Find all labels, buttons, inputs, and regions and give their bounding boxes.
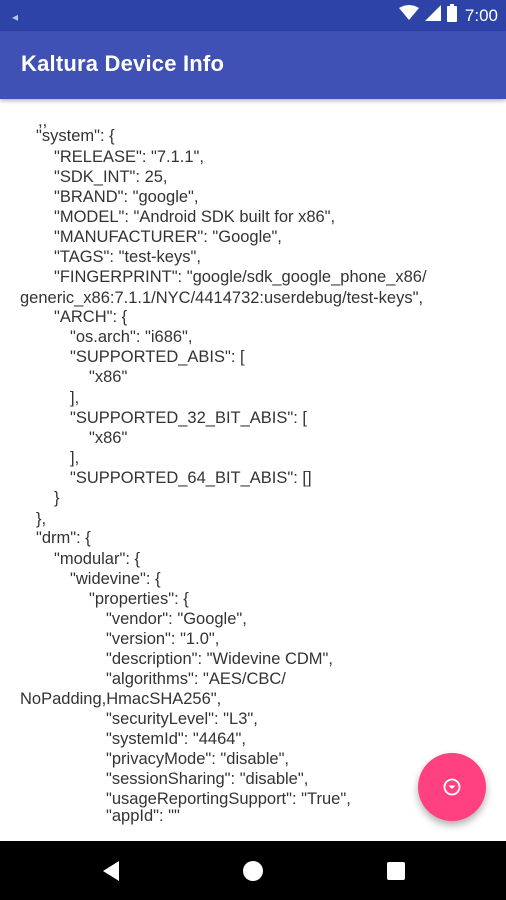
json-line: "drm": { xyxy=(36,529,91,547)
app-bar: Kaltura Device Info xyxy=(0,31,506,99)
json-line: "SUPPORTED_32_BIT_ABIS": [ xyxy=(70,409,308,427)
json-line: ], xyxy=(70,389,80,407)
json-line: "algorithms": "AES/CBC/ xyxy=(106,670,286,688)
json-line: "MODEL": "Android SDK built for x86", xyxy=(54,208,336,226)
json-line: "privacyMode": "disable", xyxy=(106,750,290,768)
home-button[interactable] xyxy=(223,841,283,900)
scroll-down-fab[interactable] xyxy=(418,753,486,821)
json-line: "appId": "" xyxy=(106,807,180,825)
json-line: } xyxy=(54,489,60,507)
json-line: "vendor": "Google", xyxy=(106,610,247,628)
chevron-down-circle-icon xyxy=(443,778,461,796)
json-line: "description": "Widevine CDM", xyxy=(106,650,333,668)
json-line: "RELEASE": "7.1.1", xyxy=(54,148,204,166)
recents-button[interactable] xyxy=(366,841,426,900)
json-line: "FINGERPRINT": "google/sdk_google_phone_… xyxy=(54,268,427,286)
battery-icon xyxy=(446,4,457,27)
json-line: "modular": { xyxy=(54,550,141,568)
json-line: "ARCH": { xyxy=(54,308,128,326)
wifi-icon xyxy=(398,5,419,26)
notification-dot-icon: ◂ xyxy=(12,10,19,24)
json-line: "properties": { xyxy=(89,590,189,608)
json-line: "SUPPORTED_ABIS": [ xyxy=(70,348,245,366)
back-icon xyxy=(103,860,119,881)
json-line: "securityLevel": "L3", xyxy=(106,710,258,728)
home-icon xyxy=(243,860,263,881)
json-line: ,, xyxy=(38,112,48,130)
json-line: "SUPPORTED_64_BIT_ABIS": [] xyxy=(70,469,312,487)
json-line: NoPadding,HmacSHA256", xyxy=(20,690,222,708)
status-icons: 7:00 xyxy=(398,0,498,31)
status-time: 7:00 xyxy=(464,5,498,25)
back-button[interactable] xyxy=(81,841,141,900)
json-line: "BRAND": "google", xyxy=(54,188,199,206)
json-line: "x86" xyxy=(89,368,128,386)
json-line: "TAGS": "test-keys", xyxy=(54,248,201,266)
json-line: "widevine": { xyxy=(70,570,161,588)
json-line: ], xyxy=(70,449,80,467)
json-line: }, xyxy=(36,510,47,528)
status-bar: ◂ 7:00 xyxy=(0,0,506,31)
json-line: "MANUFACTURER": "Google", xyxy=(54,228,282,246)
json-line: "x86" xyxy=(89,429,128,447)
cell-signal-icon xyxy=(424,5,441,26)
json-line: generic_x86:7.1.1/NYC/4414732:userdebug/… xyxy=(20,289,424,307)
nav-bar xyxy=(0,841,506,900)
recents-icon xyxy=(387,861,405,880)
app-title: Kaltura Device Info xyxy=(21,51,225,76)
json-line: "usageReportingSupport": "True", xyxy=(106,790,351,808)
json-content[interactable]: ,,"system": { "RELEASE": "7.1.1", "SDK_INT… xyxy=(0,99,506,841)
json-line: "sessionSharing": "disable", xyxy=(106,770,309,788)
json-line: "version": "1.0", xyxy=(106,630,220,648)
json-line: "systemId": "4464", xyxy=(106,730,246,748)
json-line: "system": { xyxy=(36,127,115,145)
json-line: "SDK_INT": 25, xyxy=(54,168,168,186)
json-line: "os.arch": "i686", xyxy=(70,328,193,346)
